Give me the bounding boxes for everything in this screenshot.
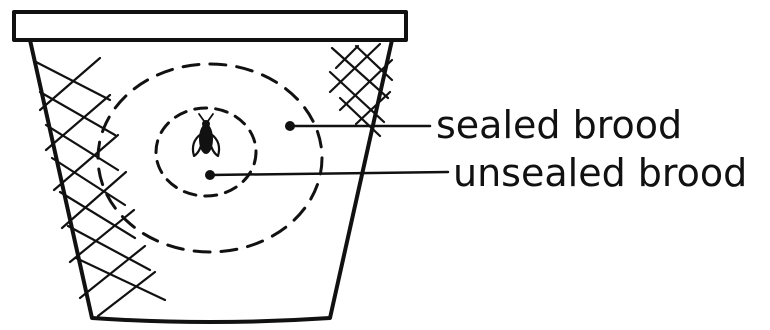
unsealed-brood-label: unsealed brood: [453, 151, 747, 195]
hive-lid: [14, 12, 406, 40]
unsealed-brood-pointer: [205, 170, 448, 180]
sealed-brood-label: sealed brood: [436, 103, 682, 147]
left-comb-hatching: [36, 58, 165, 316]
hive-body: [30, 40, 392, 322]
bee-icon: [193, 114, 219, 156]
sealed-brood-circle: [98, 64, 322, 252]
